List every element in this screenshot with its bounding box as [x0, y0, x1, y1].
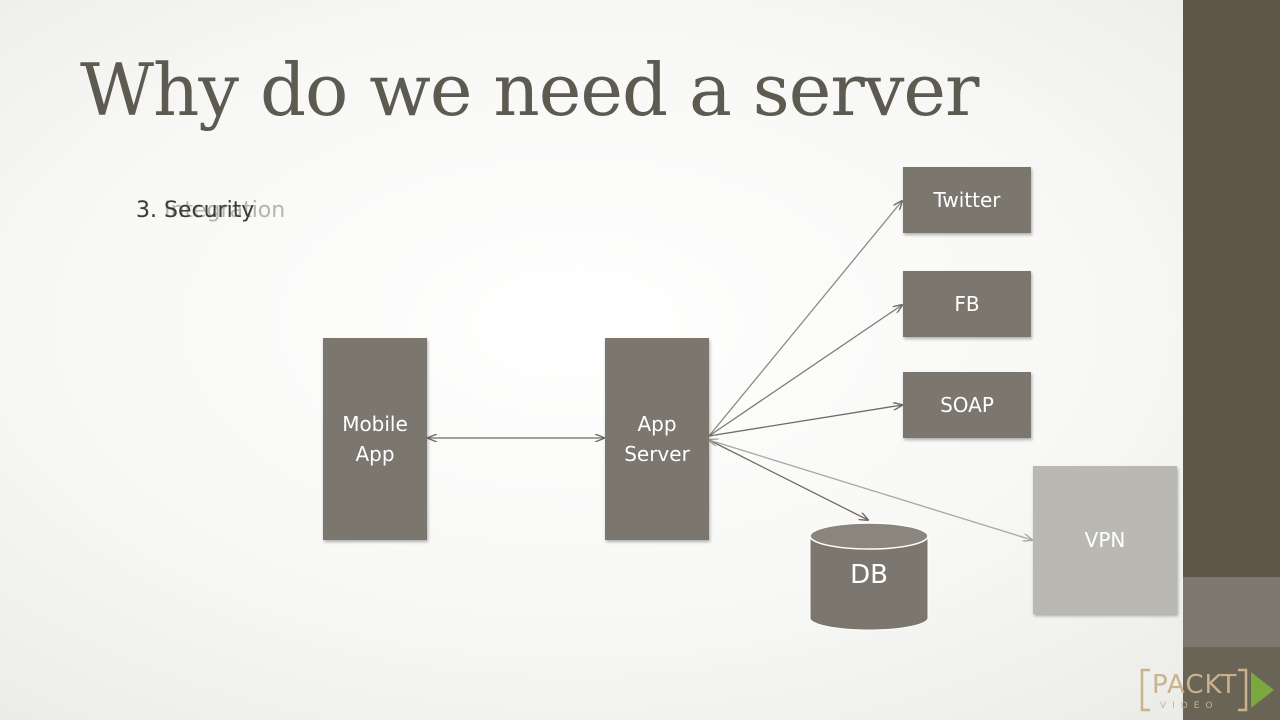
db-label: DB: [850, 560, 888, 590]
logo-subtext: VIDEO: [1160, 701, 1219, 711]
soap-node: SOAP: [903, 372, 1031, 438]
fb-node: FB: [903, 271, 1031, 337]
sidebar-accent-middle: [1183, 577, 1280, 647]
app-server-label: App Server: [624, 412, 690, 466]
bullet-previous: 3. Integration: [136, 198, 286, 223]
mobile-app-node: Mobile App: [323, 338, 427, 540]
vpn-node: VPN: [1033, 466, 1177, 614]
arrow-server-to-vpn: [709, 440, 1032, 540]
db-cylinder: [809, 522, 929, 631]
logo-text: PACKT: [1152, 670, 1238, 700]
sidebar-accent-bar: [1183, 0, 1280, 577]
twitter-label: Twitter: [933, 188, 1001, 212]
bullet-transition: 3. Integration 3. Security: [136, 198, 356, 230]
soap-label: SOAP: [940, 393, 994, 417]
arrow-server-to-soap: [708, 405, 902, 437]
logo-brackets: [1140, 668, 1274, 712]
twitter-node: Twitter: [903, 167, 1031, 233]
bullet-current: 3. Security: [136, 198, 255, 223]
fb-label: FB: [954, 292, 980, 316]
app-server-node: App Server: [605, 338, 709, 540]
arrow-server-to-twitter: [708, 201, 902, 437]
vpn-label: VPN: [1084, 528, 1126, 552]
play-icon: [1251, 672, 1274, 708]
slide-title: Why do we need a server: [80, 48, 979, 132]
arrow-server-to-fb: [708, 305, 902, 437]
mobile-app-label: Mobile App: [342, 412, 408, 466]
arrow-server-to-db: [708, 439, 868, 520]
